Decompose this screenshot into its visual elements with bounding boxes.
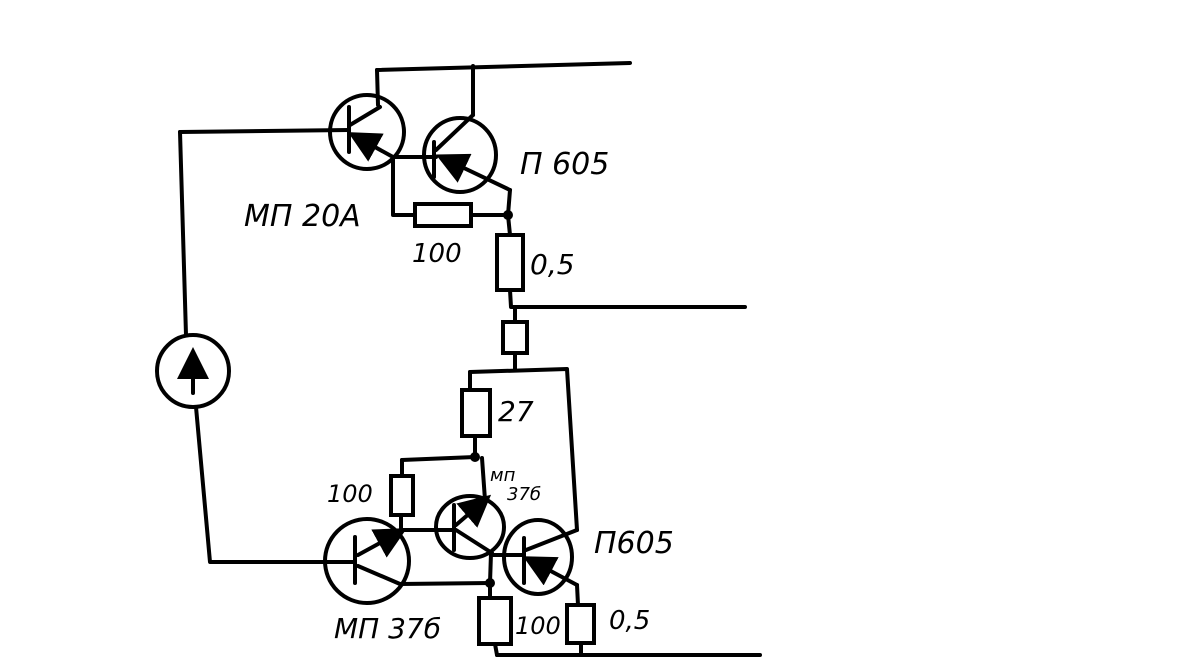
resistor-0-5-lower [565, 603, 596, 645]
label-r100-left: 100 [327, 480, 373, 508]
junction-dot [503, 210, 513, 220]
label-r0-5-lower: 0,5 [609, 606, 650, 636]
transistor-p605-upper [422, 113, 512, 194]
resistor-27 [460, 388, 492, 438]
wire [178, 128, 351, 134]
label-r100-lower: 100 [515, 612, 561, 640]
wire [194, 405, 357, 564]
wire [178, 130, 188, 337]
label-p605-upper: П 605 [520, 147, 609, 182]
wire [468, 367, 579, 532]
label-mp37b-middle-1: мп [490, 465, 516, 486]
wire [508, 288, 747, 309]
label-r27: 27 [498, 395, 534, 428]
top-rail-wire [375, 61, 632, 72]
resistor-100-upper [413, 202, 473, 228]
wire [391, 155, 417, 217]
label-mp37b-middle-2: 37б [507, 484, 541, 505]
wire [480, 456, 487, 502]
label-r0-5-upper: 0,5 [530, 248, 575, 281]
transistor-p605-lower [502, 518, 579, 596]
ammeter [155, 333, 231, 409]
label-mp37b-left: МП 37б [334, 612, 441, 645]
wire [375, 68, 380, 107]
wire [575, 583, 580, 607]
resistor-100-left [389, 474, 415, 517]
resistor-100-lower [477, 596, 513, 646]
transistor-mp37b-left [323, 517, 411, 605]
label-mp20a: МП 20А [244, 199, 361, 234]
label-r100-upper: 100 [412, 239, 462, 269]
wire [398, 581, 492, 586]
resistor-small [501, 320, 529, 355]
wire [400, 455, 477, 462]
wire [488, 551, 493, 585]
resistor-0-5-upper [495, 233, 525, 292]
label-p605-lower: П605 [594, 526, 674, 561]
transistor-mp37b-middle [434, 494, 506, 560]
